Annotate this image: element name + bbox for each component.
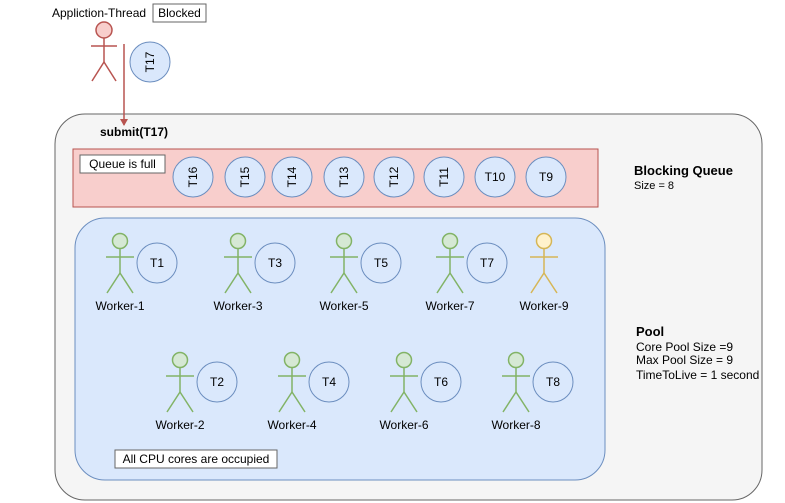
worker-head-icon: [441, 232, 459, 250]
worker-task-circle: [532, 361, 574, 403]
queue-title: Blocking Queue: [634, 163, 733, 178]
thread-name: Appliction-Thread: [52, 6, 146, 20]
queue-task-label: T12: [387, 166, 401, 187]
worker-6-actor: [166, 351, 194, 413]
worker-task-circle: [466, 242, 508, 284]
application-thread-actor: [91, 21, 117, 82]
worker-head-icon: [507, 351, 525, 369]
worker-task-label: T2: [210, 375, 224, 389]
worker-name: Worker-7: [425, 299, 474, 313]
queue-task-label: T15: [238, 166, 252, 187]
worker-task-label: T3: [268, 256, 282, 270]
worker-name: Worker-5: [319, 299, 368, 313]
worker-name: Worker-1: [95, 299, 144, 313]
pool-title: Pool: [636, 324, 664, 339]
worker-head-icon: [283, 351, 301, 369]
queue-task-label: T10: [485, 170, 506, 184]
actor-head-icon: [95, 21, 113, 39]
queue-task-label: T13: [337, 166, 351, 187]
worker-5-actor: [530, 232, 558, 294]
worker-4-actor: [436, 232, 464, 294]
submit-label: submit(T17): [100, 125, 168, 139]
worker-task-label: T8: [546, 375, 560, 389]
queue-task-circle: [224, 156, 266, 198]
thread-status: Blocked: [158, 6, 201, 20]
worker-task-circle: [196, 361, 238, 403]
worker-task-circle: [360, 242, 402, 284]
queue-task-circle: [474, 156, 516, 198]
pending-task-circle: [129, 41, 171, 83]
queue-task-circle: [525, 156, 567, 198]
pool-note: All CPU cores are occupied: [123, 452, 270, 466]
worker-head-icon: [535, 232, 553, 250]
worker-head-icon: [229, 232, 247, 250]
queue-size: Size = 8: [634, 180, 674, 192]
worker-3-actor: [330, 232, 358, 294]
queue-task-label: T14: [285, 166, 299, 187]
pool-detail-ttl: TimeToLive = 1 second: [636, 368, 759, 382]
worker-head-icon: [171, 351, 189, 369]
worker-pool: [74, 217, 606, 481]
pool-detail-max: Max Pool Size = 9: [636, 353, 733, 367]
worker-head-icon: [335, 232, 353, 250]
worker-name: Worker-3: [213, 299, 262, 313]
queue-task-list: T16 T15 T14 T13 T12 T11 T10 T9: [172, 156, 567, 198]
worker-9-actor: [502, 351, 530, 413]
thread-status-box: [152, 3, 207, 23]
worker-7-actor: [278, 351, 306, 413]
pending-task-label: T17: [143, 51, 157, 72]
worker-task-label: T4: [322, 375, 336, 389]
worker-name: Worker-6: [379, 418, 428, 432]
queue-task-circle: [423, 156, 465, 198]
worker-task-label: T6: [434, 375, 448, 389]
queue-task-circle: [271, 156, 313, 198]
worker-head-icon: [395, 351, 413, 369]
queue-task-label: T16: [186, 166, 200, 187]
queue-note: Queue is full: [89, 157, 156, 171]
queue-note-box: [79, 154, 166, 174]
worker-name: Worker-2: [155, 418, 204, 432]
pool-note-box: [114, 449, 278, 469]
queue-task-label: T9: [539, 170, 553, 184]
worker-name: Worker-4: [267, 418, 316, 432]
worker-2-actor: [224, 232, 252, 294]
pool-detail-core: Core Pool Size =9: [636, 340, 733, 354]
queue-task-circle: [323, 156, 365, 198]
worker-task-label: T7: [480, 256, 494, 270]
queue-task-circle: [172, 156, 214, 198]
worker-1-actor: [106, 232, 134, 294]
worker-task-circle: [308, 361, 350, 403]
queue-task-label: T11: [437, 167, 451, 187]
worker-name: Worker-9: [519, 299, 568, 313]
worker-name: Worker-8: [491, 418, 540, 432]
worker-head-icon: [111, 232, 129, 250]
worker-task-circle: [420, 361, 462, 403]
worker-8-actor: [390, 351, 418, 413]
worker-task-circle: [254, 242, 296, 284]
queue-task-circle: [373, 156, 415, 198]
worker-task-circle: [136, 242, 178, 284]
worker-task-label: T5: [374, 256, 388, 270]
worker-task-label: T1: [150, 256, 164, 270]
